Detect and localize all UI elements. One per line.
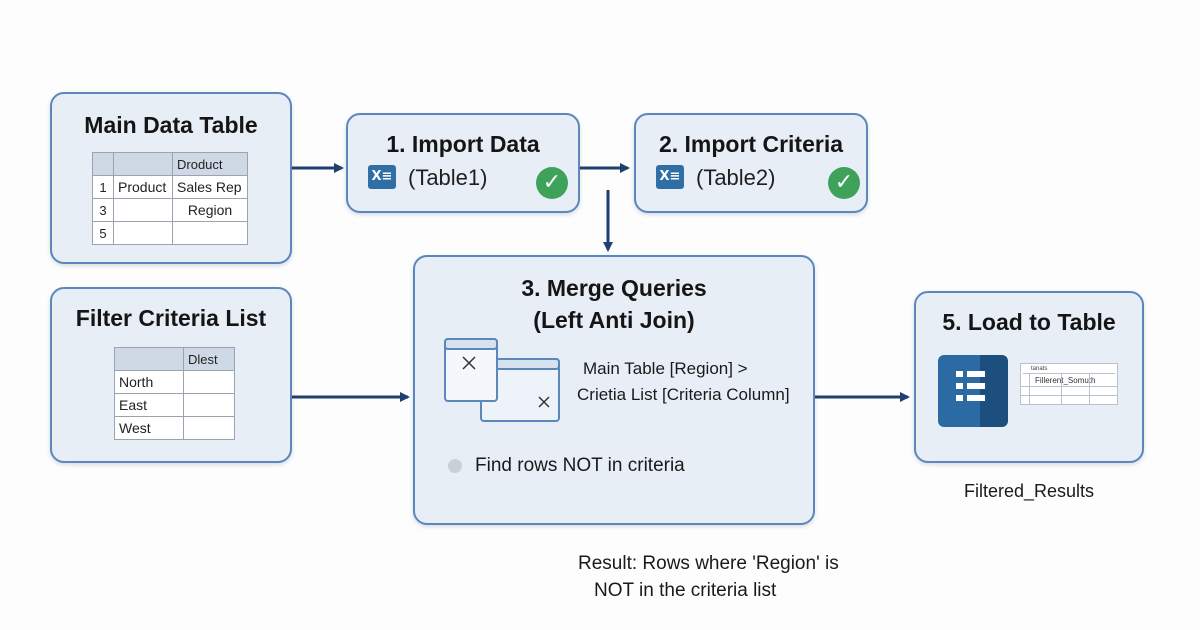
thumbnail-header: tanats (1023, 365, 1115, 374)
import-data-box: 1. Import Data X≡ (Table1) ✓ (346, 113, 580, 213)
result-line1: Result: Rows where 'Region' is (578, 553, 839, 574)
table-row: 1 Product Sales Rep (92, 175, 248, 199)
table-icon (938, 355, 1008, 427)
filter-criteria-list-box: Filter Criteria List Dlest North East We… (50, 287, 292, 463)
table-row: West (114, 416, 235, 440)
merge-queries-box: 3. Merge Queries (Left Anti Join) Main T… (413, 255, 815, 525)
criteria-list-preview: Dlest North East West (114, 347, 235, 440)
status-dot-icon (448, 459, 462, 473)
merge-match-line1: Main Table [Region] > (583, 359, 748, 378)
table-row: 3 Region (92, 198, 248, 222)
table-row: East (114, 393, 235, 417)
import-data-title: 1. Import Data (386, 131, 540, 157)
table-header-row: Dlest (114, 347, 235, 371)
check-icon: ✓ (536, 167, 568, 199)
filter-criteria-list-title: Filter Criteria List (75, 305, 267, 331)
excel-icon: X≡ (656, 165, 684, 189)
table-row: 5 (92, 221, 248, 245)
result-line2: NOT in the criteria list (594, 580, 777, 601)
merge-note: Find rows NOT in criteria (475, 455, 685, 476)
output-table-thumbnail: tanats Fillerent_Somuth (1020, 363, 1118, 405)
main-data-table-box: Main Data Table Droduct 1 Product Sales … (50, 92, 292, 264)
main-data-table-preview: Droduct 1 Product Sales Rep 3 Region 5 (92, 152, 248, 245)
merge-queries-title: 3. Merge Queries (521, 275, 707, 301)
import-criteria-title: 2. Import Criteria (658, 131, 844, 157)
thumbnail-text: Fillerent_Somuth (1035, 376, 1096, 385)
window-close-icon (444, 338, 560, 422)
column-header: Droduct (172, 152, 248, 176)
import-criteria-box: 2. Import Criteria X≡ (Table2) ✓ (634, 113, 868, 213)
load-to-table-title: 5. Load to Table (942, 309, 1116, 335)
output-name: Filtered_Results (963, 481, 1095, 501)
load-to-table-box: 5. Load to Table tanats Fillerent_Somuth (914, 291, 1144, 463)
table-row: North (114, 370, 235, 394)
import-data-source: (Table1) (408, 165, 488, 190)
import-criteria-source: (Table2) (696, 165, 776, 190)
check-icon: ✓ (828, 167, 860, 199)
merge-queries-subtitle: (Left Anti Join) (533, 307, 695, 333)
excel-icon: X≡ (368, 165, 396, 189)
main-data-table-title: Main Data Table (84, 112, 258, 138)
table-header-row: Droduct (92, 152, 248, 176)
column-header: Dlest (183, 347, 235, 371)
merge-match-line2: Crietia List [Criteria Column] (577, 385, 790, 404)
